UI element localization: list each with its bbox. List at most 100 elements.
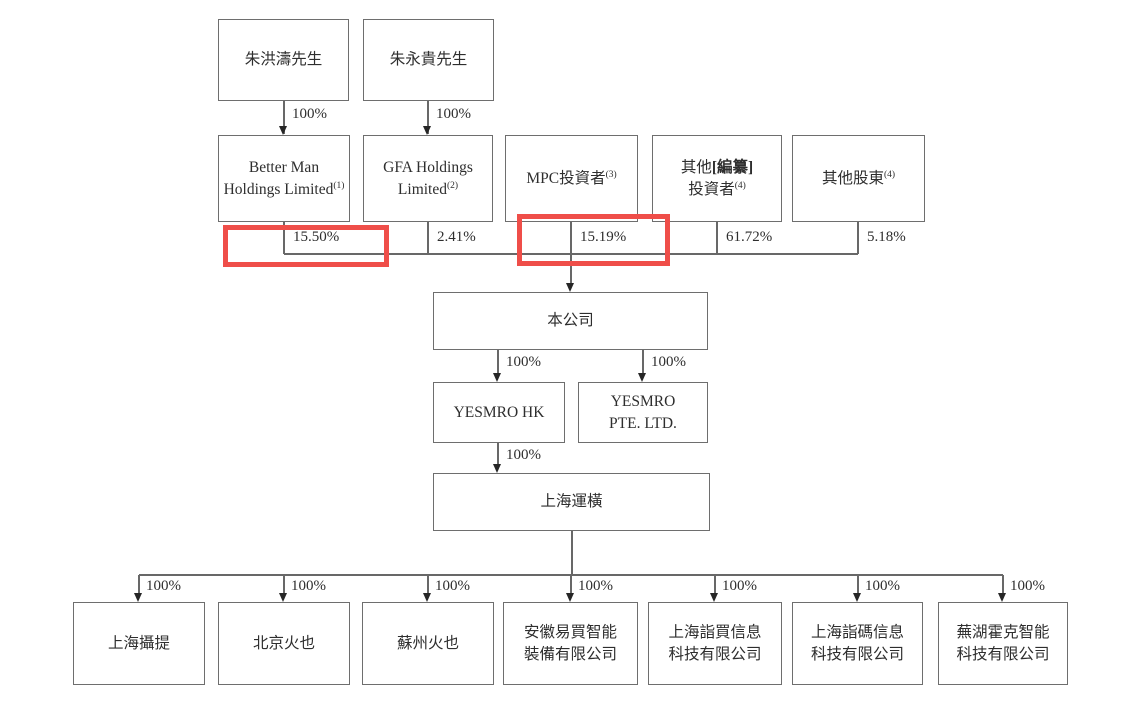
ownership-pct-label: 100% [506, 354, 541, 370]
node-label: 朱永貴先生 [389, 51, 468, 69]
footnote-ref: (4) [734, 180, 746, 191]
node-yesmro-hk: YESMRO HK [433, 382, 565, 443]
connector-line [427, 575, 429, 594]
node-label: 蕪湖霍克智能 科技有限公司 [956, 623, 1050, 663]
connector-line [427, 101, 429, 134]
node-name: 其他 [680, 158, 712, 176]
arrow-down-icon [493, 373, 501, 382]
node-label: 其他股東(4) [822, 168, 895, 190]
connector-line [570, 575, 572, 594]
stake-label-gfa: 2.41% [437, 229, 476, 245]
node-anhui-yimai: 安徽易買智能 裝備有限公司 [503, 602, 638, 685]
arrow-down-icon [853, 593, 861, 602]
connector-line [283, 222, 285, 254]
node-yesmro-pte-ltd: YESMRO PTE. LTD. [578, 382, 708, 443]
footnote-ref: (1) [333, 180, 345, 191]
connector-line [497, 350, 499, 373]
connector-line [714, 575, 716, 594]
node-label: GFA Holdings Limited(2) [383, 157, 473, 200]
node-the-company: 本公司 [433, 292, 708, 350]
ownership-pct-label: 100% [436, 106, 471, 122]
node-shanghai-yima-info: 上海詣碼信息 科技有限公司 [792, 602, 923, 685]
node-label: YESMRO HK [453, 403, 545, 421]
node-suzhou-huoye: 蘇州火也 [362, 602, 494, 685]
connector-line [138, 575, 140, 594]
node-name: 投資者 [688, 180, 735, 198]
ownership-pct-label: 100% [506, 447, 541, 463]
node-label: 北京火也 [252, 634, 315, 652]
ownership-pct-label: 100% [435, 578, 470, 594]
connector-line [571, 531, 573, 575]
footnote-ref: (4) [883, 169, 896, 180]
node-label: Better Man Holdings Limited(1) [224, 157, 345, 200]
node-label: MPC投資者(3) [526, 168, 616, 190]
ownership-pct-label: 100% [865, 578, 900, 594]
ownership-pct-label: 100% [578, 578, 613, 594]
node-label: YESMRO PTE. LTD. [609, 392, 677, 432]
ownership-pct-label: 100% [291, 578, 326, 594]
arrow-down-icon [710, 593, 718, 602]
arrow-down-icon [423, 126, 431, 135]
arrow-down-icon [566, 593, 574, 602]
ownership-pct-label: 100% [292, 106, 327, 122]
arrow-down-icon [493, 464, 501, 473]
node-name: Better Man Holdings Limited [223, 158, 334, 198]
node-name: 其他股東 [821, 169, 884, 187]
node-gfa-holdings: GFA Holdings Limited(2) [363, 135, 493, 222]
stake-label-better-man: 15.50% [293, 229, 340, 245]
connector-line [427, 222, 429, 254]
connector-line [857, 222, 859, 254]
node-label: 蘇州火也 [396, 634, 459, 652]
ownership-pct-label: 100% [146, 578, 181, 594]
arrow-down-icon [279, 126, 287, 135]
node-label: 其他[編纂] 投資者(4) [681, 157, 753, 200]
ownership-pct-label: 100% [722, 578, 757, 594]
redacted-marker: [編纂] [711, 158, 754, 176]
node-mr-zhu-hongtao: 朱洪濤先生 [218, 19, 349, 101]
node-shanghai-sheti: 上海攝提 [73, 602, 205, 685]
connector-line [497, 443, 499, 464]
arrow-down-icon [279, 593, 287, 602]
connector-line [283, 575, 285, 594]
node-wuhu-huoke: 蕪湖霍克智能 科技有限公司 [938, 602, 1068, 685]
connector-line [283, 101, 285, 134]
node-label: 本公司 [547, 312, 594, 330]
node-label: 上海詣碼信息 科技有限公司 [810, 623, 904, 663]
node-mr-zhu-yonggui: 朱永貴先生 [363, 19, 494, 101]
node-other-shareholders: 其他股東(4) [792, 135, 925, 222]
node-shanghai-yimai-info: 上海詣買信息 科技有限公司 [648, 602, 782, 685]
arrow-down-icon [566, 283, 574, 292]
node-better-man-holdings: Better Man Holdings Limited(1) [218, 135, 350, 222]
arrow-down-icon [134, 593, 142, 602]
node-label: 安徽易買智能 裝備有限公司 [523, 623, 617, 663]
ownership-pct-label: 100% [1010, 578, 1045, 594]
node-label: 朱洪濤先生 [244, 51, 323, 69]
ownership-pct-label: 100% [651, 354, 686, 370]
stake-label-other-investors: 61.72% [726, 229, 773, 245]
node-name: GFA Holdings Limited [383, 158, 473, 198]
connector-line [139, 574, 1003, 576]
node-beijing-huoye: 北京火也 [218, 602, 350, 685]
arrow-down-icon [998, 593, 1006, 602]
arrow-down-icon [638, 373, 646, 382]
connector-line [570, 222, 572, 254]
node-label: 上海詣買信息 科技有限公司 [668, 623, 762, 663]
connector-line [642, 350, 644, 373]
connector-line [570, 253, 572, 283]
node-label: 上海攝提 [107, 634, 170, 652]
node-other-redacted-investors: 其他[編纂] 投資者(4) [652, 135, 782, 222]
arrow-down-icon [423, 593, 431, 602]
connector-line [716, 222, 718, 254]
footnote-ref: (2) [447, 180, 459, 191]
stake-label-mpc: 15.19% [580, 229, 627, 245]
node-shanghai-yunheng: 上海運橫 [433, 473, 710, 531]
node-label: 上海運橫 [540, 493, 603, 511]
connector-line [857, 575, 859, 594]
node-mpc-investors: MPC投資者(3) [505, 135, 638, 222]
highlight-box-15-50 [223, 225, 389, 267]
node-name: MPC投資者 [526, 169, 606, 187]
stake-label-other-shareholders: 5.18% [867, 229, 906, 245]
connector-line [1002, 575, 1004, 594]
highlight-box-15-19 [517, 214, 670, 266]
